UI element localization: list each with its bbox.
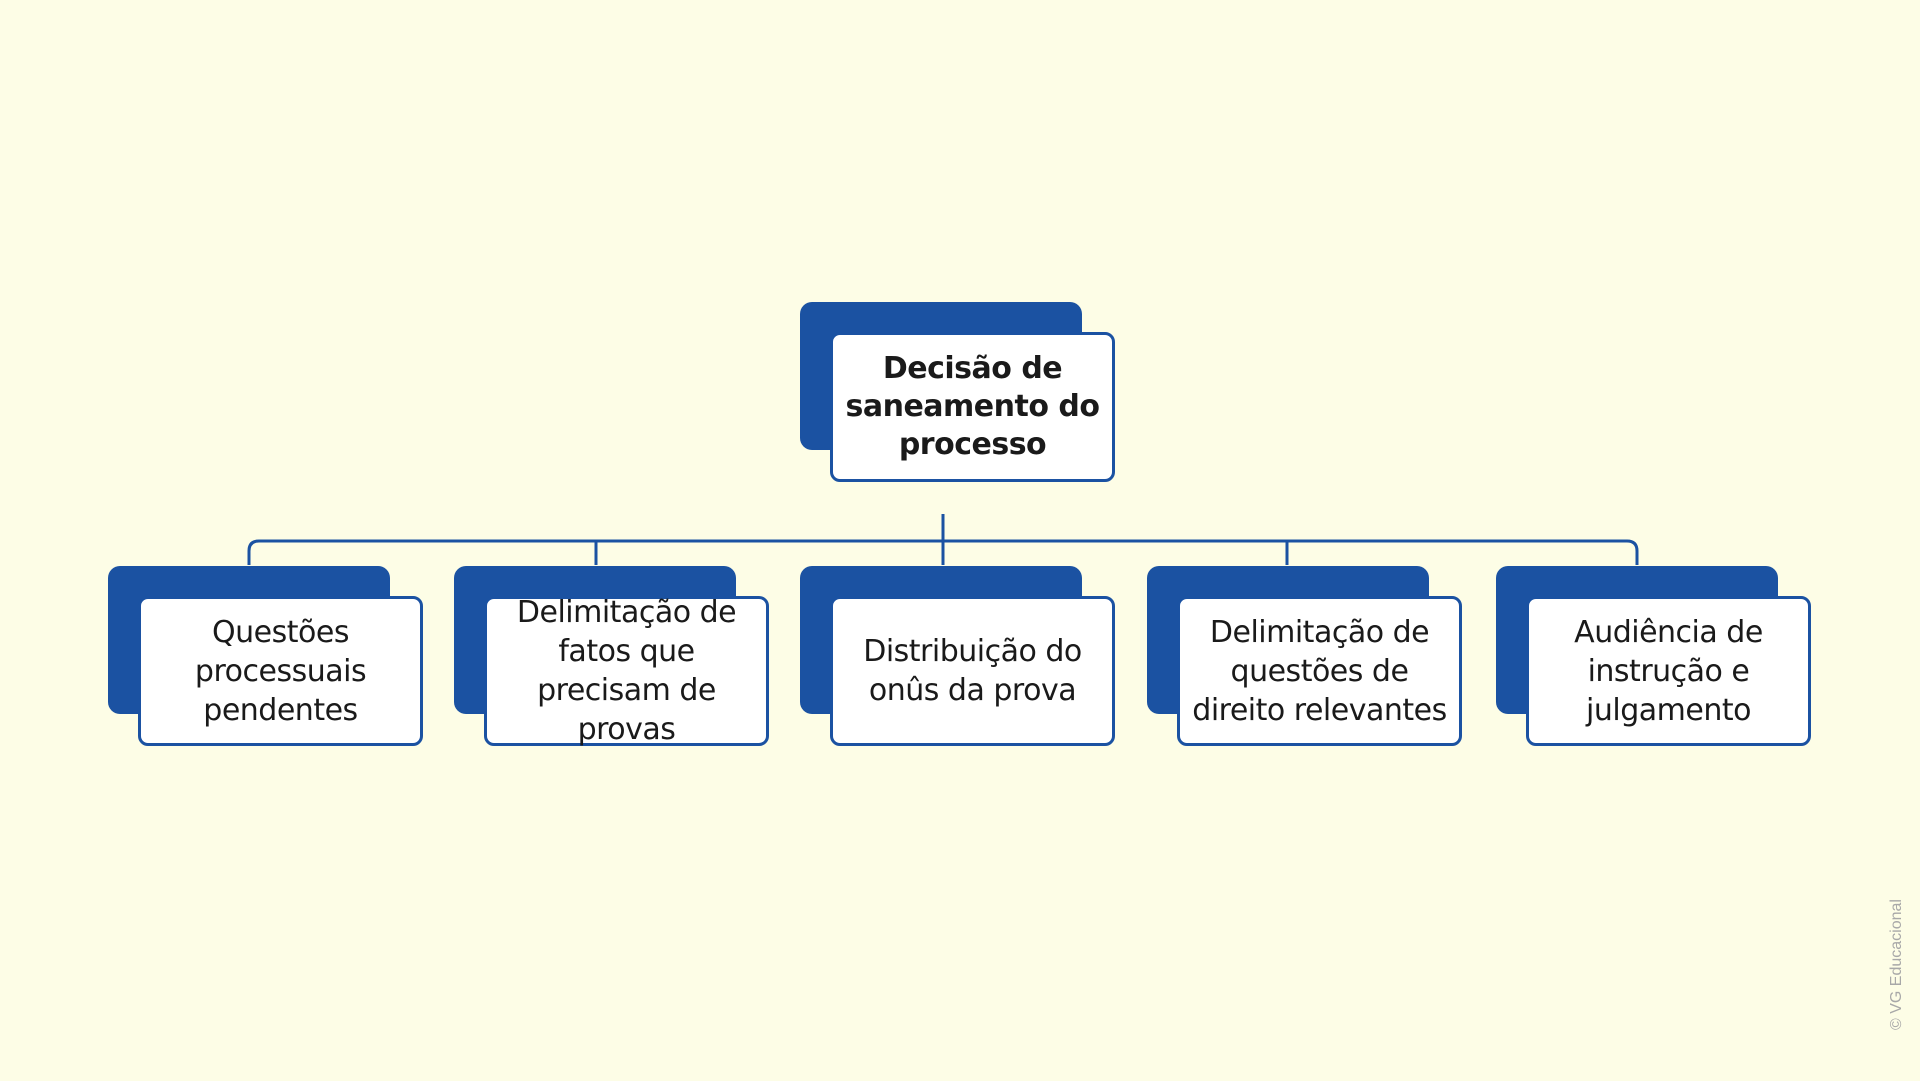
child-node-4: Delimitação de questões de direito relev… <box>1147 566 1462 746</box>
child-node-label: Delimitação de fatos que precisam de pro… <box>516 595 737 747</box>
child-node-box: Delimitação de fatos que precisam de pro… <box>484 595 769 747</box>
child-node-box: Distribuição do onûs da prova <box>830 596 1115 746</box>
copyright-credit: © VG Educacional <box>1888 899 1905 1030</box>
child-node-label: Distribuição do onûs da prova <box>863 634 1082 708</box>
child-node-label: Questões processuais pendentes <box>194 614 367 728</box>
child-node-2: Delimitação de fatos que precisam de pro… <box>454 566 769 747</box>
child-node-1: Questões processuais pendentes <box>108 566 423 746</box>
child-node-label: Delimitação de questões de direito relev… <box>1192 614 1447 728</box>
child-node-box: Audiência de instrução e julgamento <box>1526 596 1811 746</box>
child-node-label: Audiência de instrução e julgamento <box>1574 614 1763 728</box>
child-node-5: Audiência de instrução e julgamento <box>1496 566 1811 746</box>
child-node-3: Distribuição do onûs da prova <box>800 566 1115 746</box>
child-node-box: Questões processuais pendentes <box>138 596 423 746</box>
root-node-box: Decisão de saneamento do processo <box>830 332 1115 482</box>
child-node-box: Delimitação de questões de direito relev… <box>1177 596 1462 746</box>
root-node: Decisão de saneamento do processo <box>800 302 1115 482</box>
root-node-label: Decisão de saneamento do processo <box>845 351 1101 462</box>
